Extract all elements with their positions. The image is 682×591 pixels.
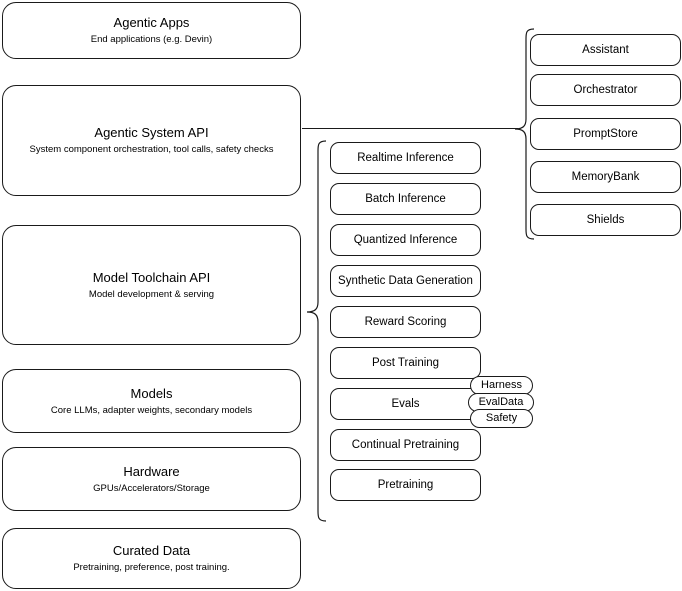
layer-agentic-system-api[interactable]: Agentic System API System component orch… (2, 85, 301, 196)
component-promptstore[interactable]: PromptStore (530, 118, 681, 150)
service-label: Evals (391, 398, 420, 410)
layer-title: Models (130, 385, 173, 401)
service-reward-scoring[interactable]: Reward Scoring (330, 306, 481, 338)
service-realtime-inference[interactable]: Realtime Inference (330, 142, 481, 174)
layer-agentic-apps[interactable]: Agentic Apps End applications (e.g. Devi… (2, 2, 301, 59)
service-evals[interactable]: Evals (330, 388, 481, 420)
layer-title: Agentic Apps (113, 15, 190, 30)
evals-tag-safety[interactable]: Safety (470, 409, 533, 428)
layer-title: Model Toolchain API (92, 269, 211, 285)
component-label: Shields (586, 214, 625, 226)
toolchain-brace (306, 140, 327, 522)
layer-subtitle: Pretraining, preference, post training. (73, 562, 230, 573)
service-label: Realtime Inference (357, 152, 454, 164)
service-batch-inference[interactable]: Batch Inference (330, 183, 481, 215)
service-label: Post Training (371, 357, 440, 369)
layer-curated-data[interactable]: Curated Data Pretraining, preference, po… (2, 528, 301, 589)
component-orchestrator[interactable]: Orchestrator (530, 74, 681, 106)
service-post-training[interactable]: Post Training (330, 347, 481, 379)
evals-tag-label: Safety (485, 412, 518, 424)
layer-hardware[interactable]: Hardware GPUs/Accelerators/Storage (2, 447, 301, 511)
layer-subtitle: System component orchestration, tool cal… (29, 144, 274, 155)
service-label: Batch Inference (365, 193, 446, 205)
evals-tag-evaldata[interactable]: EvalData (468, 393, 534, 412)
layer-subtitle: Model development & serving (88, 288, 215, 300)
evals-tag-label: Harness (481, 379, 522, 391)
service-quantized-inference[interactable]: Quantized Inference (330, 224, 481, 256)
layer-subtitle: Core LLMs, adapter weights, secondary mo… (50, 404, 253, 416)
component-label: Orchestrator (573, 84, 638, 96)
service-label: Synthetic Data Generation (338, 275, 473, 287)
evals-tag-label: EvalData (478, 396, 524, 408)
connector-system-api-to-components (302, 128, 518, 129)
component-label: MemoryBank (571, 171, 640, 183)
service-continual-pretraining[interactable]: Continual Pretraining (330, 429, 481, 461)
layer-models[interactable]: Models Core LLMs, adapter weights, secon… (2, 369, 301, 433)
service-label: Pretraining (377, 479, 434, 491)
system-components-brace (514, 28, 535, 240)
layer-subtitle: End applications (e.g. Devin) (90, 34, 213, 45)
service-label: Reward Scoring (364, 316, 447, 328)
layer-title: Hardware (123, 463, 180, 479)
service-label: Quantized Inference (353, 234, 458, 246)
layer-title: Curated Data (112, 543, 191, 558)
layer-subtitle: GPUs/Accelerators/Storage (93, 482, 210, 494)
service-synthetic-data-generation[interactable]: Synthetic Data Generation (330, 265, 481, 297)
layer-title: Agentic System API (94, 125, 209, 140)
service-pretraining[interactable]: Pretraining (330, 469, 481, 501)
component-assistant[interactable]: Assistant (530, 34, 681, 66)
service-label: Continual Pretraining (351, 439, 460, 451)
component-memorybank[interactable]: MemoryBank (530, 161, 681, 193)
component-label: Assistant (582, 44, 629, 56)
component-shields[interactable]: Shields (530, 204, 681, 236)
component-label: PromptStore (573, 128, 638, 140)
layer-model-toolchain-api[interactable]: Model Toolchain API Model development & … (2, 225, 301, 345)
